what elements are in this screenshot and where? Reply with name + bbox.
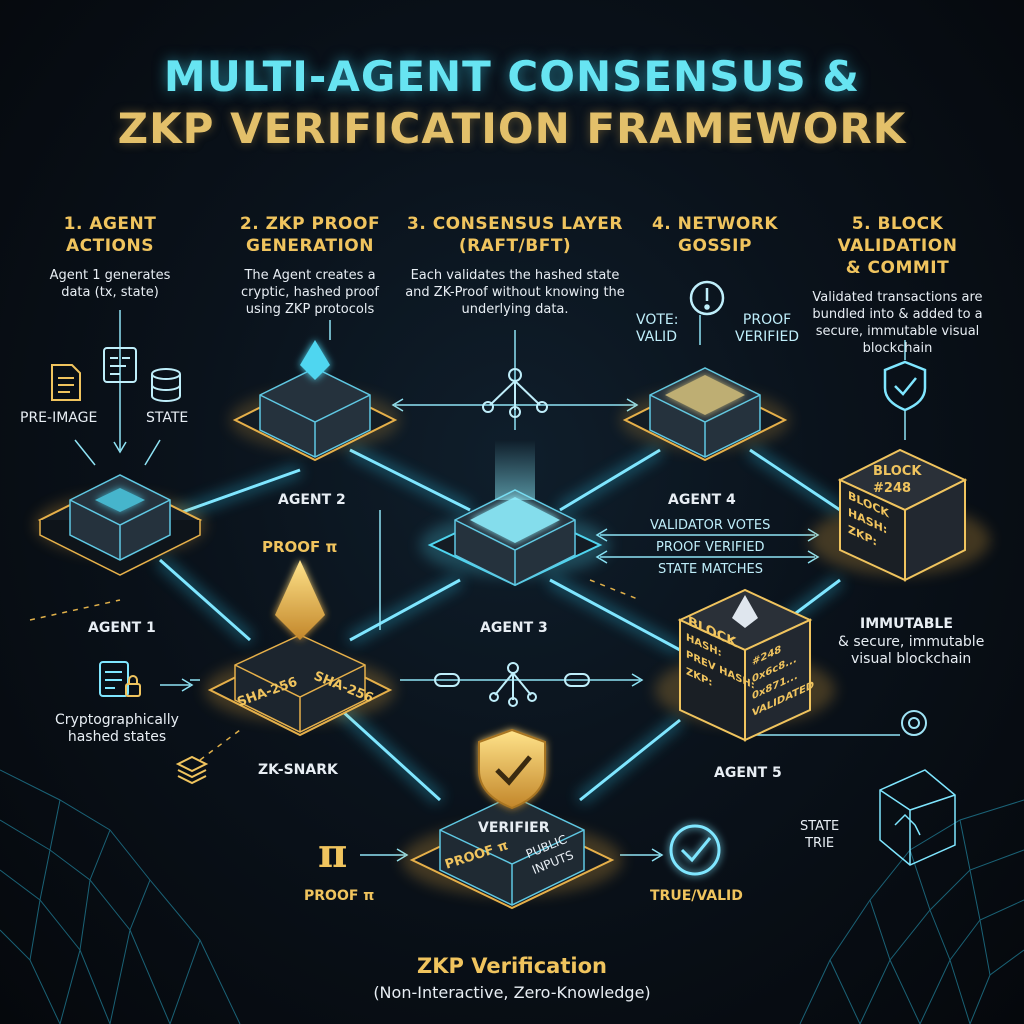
pi-symbol: π xyxy=(318,830,348,877)
state-matches-label: STATE MATCHES xyxy=(658,562,763,577)
step-description: The Agent creates a cryptic, hashed proo… xyxy=(241,268,379,317)
stack-icon xyxy=(175,755,209,785)
check-circle-icon xyxy=(669,824,721,876)
agent-5-label: AGENT 5 xyxy=(714,765,782,781)
agent-node xyxy=(230,340,400,462)
code-icon xyxy=(103,347,137,383)
gold-dashes xyxy=(29,579,641,761)
block-cube xyxy=(810,448,990,582)
step-description: Each validates the hashed state and ZK-P… xyxy=(405,268,625,317)
verifier-label: VERIFIER xyxy=(478,820,550,836)
vote-valid-label: VOTE:VALID xyxy=(636,312,679,345)
document-icon xyxy=(51,364,81,401)
step-heading: 3. CONSENSUS LAYER(RAFT/BFT) xyxy=(406,214,624,256)
footer-title: ZKP Verification xyxy=(417,954,607,978)
footer-subtitle: (Non-Interactive, Zero-Knowledge) xyxy=(373,983,651,1002)
state-label: STATE xyxy=(146,410,189,426)
proof-pi-bottom-label: PROOF π xyxy=(304,888,375,904)
agent-node xyxy=(620,367,790,462)
title-line-1: MULTI-AGENT CONSENSUS & xyxy=(163,52,861,101)
step-3: 3. CONSENSUS LAYER(RAFT/BFT) Each valida… xyxy=(405,213,625,318)
step-5: 5. BLOCK VALIDATION& COMMIT Validated tr… xyxy=(790,213,1005,357)
block-cube xyxy=(655,588,835,742)
step-description: Validated transactions are bundled into … xyxy=(812,290,983,356)
true-valid-label: TRUE/VALID xyxy=(650,888,743,904)
validator-votes-label: VALIDATOR VOTES xyxy=(650,518,771,533)
pre-image-label: PRE-IMAGE xyxy=(20,410,98,426)
proof-pi-label: PROOF π xyxy=(262,538,338,556)
network-hub-icon xyxy=(482,368,548,418)
title-line-2: ZKP VERIFICATION FRAMEWORK xyxy=(117,104,907,153)
block-title: BLOCK#248 xyxy=(873,464,922,496)
network-hub-icon-2 xyxy=(434,662,590,707)
agent-2-label: AGENT 2 xyxy=(278,492,346,508)
agent-4-label: AGENT 4 xyxy=(668,492,736,508)
wireframe-left xyxy=(0,769,241,1024)
agent-3-label: AGENT 3 xyxy=(480,620,548,636)
database-icon xyxy=(151,368,181,402)
wireframe-right xyxy=(799,799,1024,1024)
shield-check-icon xyxy=(883,360,927,412)
proof-verified-flow-label: PROOF VERIFIED xyxy=(656,540,765,555)
step-heading: 5. BLOCK VALIDATION& COMMIT xyxy=(837,214,958,278)
agent-node xyxy=(35,474,205,576)
verifier-node xyxy=(402,728,622,910)
immutable-label: IMMUTABLE xyxy=(860,616,953,632)
step-description: Agent 1 generates data (tx, state) xyxy=(49,268,171,300)
zk-snark-label: ZK-SNARK xyxy=(258,762,338,778)
agent-node xyxy=(420,440,610,587)
agent-1-label: AGENT 1 xyxy=(88,620,156,636)
state-trie-icon xyxy=(879,769,956,866)
zk-snark-node xyxy=(205,560,395,737)
node-circle-icon xyxy=(901,710,927,736)
alert-icon xyxy=(689,280,725,316)
lock-document-icon xyxy=(99,661,141,697)
